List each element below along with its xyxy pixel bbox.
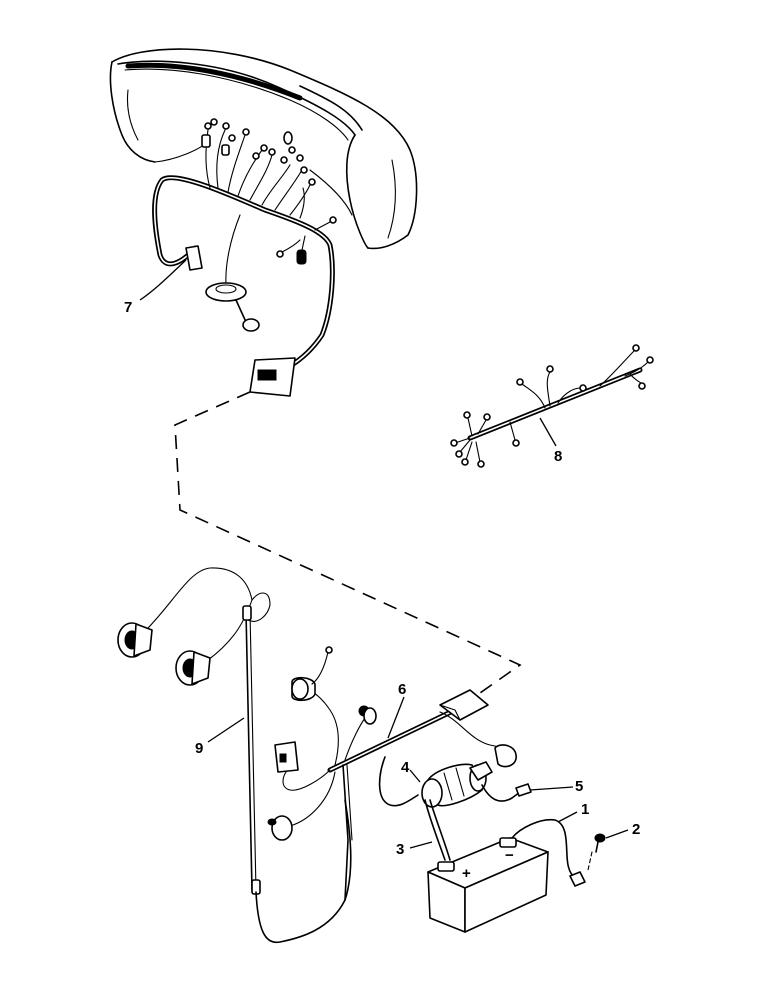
callout-6: 6	[398, 681, 406, 698]
callout-9: 9	[195, 740, 203, 757]
callout-leaders	[139, 259, 629, 849]
battery: + −	[427, 818, 586, 933]
callout-1: 1	[581, 801, 589, 818]
loose-harness	[450, 344, 654, 468]
battery-plus-symbol: +	[462, 865, 471, 882]
callout-3: 3	[396, 841, 404, 858]
main-harness	[267, 646, 517, 901]
battery-minus-symbol: −	[505, 847, 514, 864]
callout-8: 8	[554, 448, 562, 465]
callout-7: 7	[124, 299, 132, 316]
ground-bolt	[587, 833, 606, 871]
callout-labels: 1 2 3 4 5 6 7 8 9	[124, 299, 640, 858]
callout-2: 2	[632, 821, 640, 838]
instrument-panel-housing	[109, 48, 418, 250]
starter-solenoid	[421, 761, 532, 861]
instrument-harness	[152, 118, 337, 397]
headlamp-harness	[117, 567, 352, 944]
connection-dashed-line	[174, 391, 522, 701]
callout-4: 4	[401, 759, 410, 776]
callout-5: 5	[575, 778, 583, 795]
